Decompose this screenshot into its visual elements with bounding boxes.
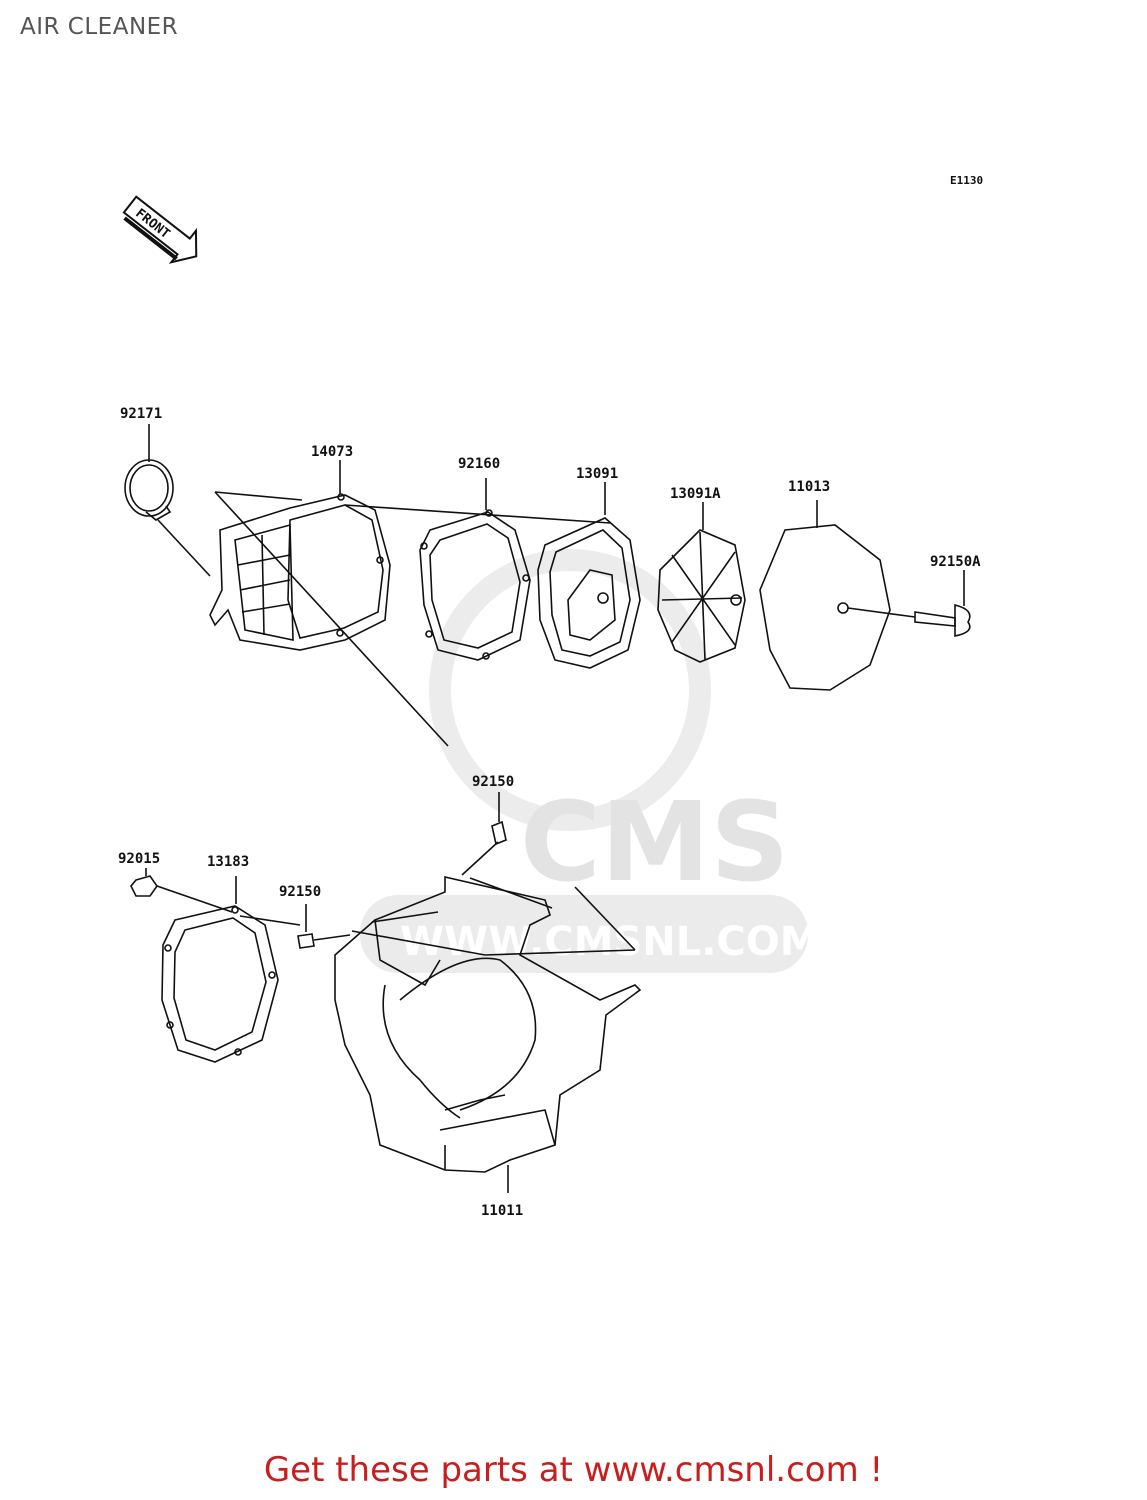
bolt-92150-upper: [461, 792, 507, 876]
part-label: 92150A: [930, 554, 981, 570]
front-arrow-icon: FRONT: [122, 195, 198, 264]
wing-bolt-92150A: [847, 570, 971, 637]
clamp-92171: [124, 424, 211, 577]
part-label: 92015: [118, 851, 160, 867]
part-label: 13183: [207, 854, 249, 870]
part-label: 92171: [120, 406, 162, 422]
part-label: 11013: [788, 479, 830, 495]
duct-14073: [209, 460, 391, 651]
part-label: 92150: [279, 884, 321, 900]
part-label: 13091A: [670, 486, 721, 502]
part-labels: 92171 14073 92160 13091 13091A 11013 921…: [118, 406, 981, 1219]
part-label: 92150: [472, 774, 514, 790]
cage-13091A: [657, 502, 746, 663]
holder-13091: [537, 482, 641, 669]
watermark-logo-text: CMS: [520, 778, 789, 906]
page-title: AIR CLEANER: [20, 14, 179, 40]
gasket-92160: [419, 478, 531, 661]
parts-diagram: CMS WWW.CMSNL.COM E1130 FRONT: [118, 174, 983, 1219]
diagram-code: E1130: [950, 174, 983, 187]
part-label: 92160: [458, 456, 500, 472]
part-label: 14073: [311, 444, 353, 460]
gasket-13183: [161, 876, 301, 1063]
part-label: 11011: [481, 1203, 523, 1219]
watermark-site-text: WWW.CMSNL.COM: [400, 919, 820, 965]
footer-cta-link[interactable]: Get these parts at www.cmsnl.com !: [263, 1450, 884, 1490]
air-cleaner-case-11011: [334, 875, 642, 1193]
nut-92015: [130, 868, 233, 913]
part-label: 13091: [576, 466, 618, 482]
bolt-92150-left: [297, 904, 351, 949]
filter-element-11013: [759, 500, 891, 691]
cms-watermark: CMS WWW.CMSNL.COM: [360, 549, 820, 973]
